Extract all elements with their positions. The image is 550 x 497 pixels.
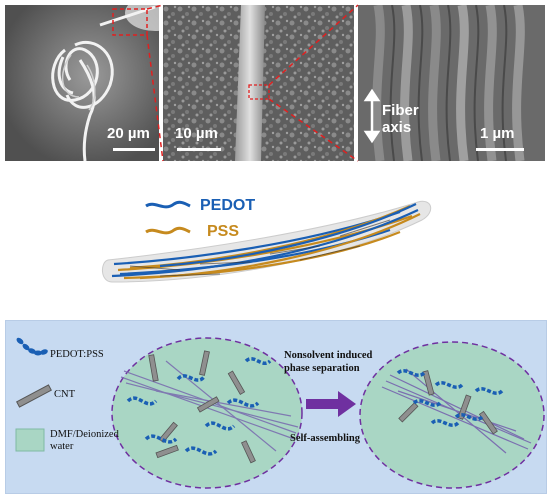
fiber-axis-arrow-icon bbox=[363, 88, 381, 144]
sem-panel-middle: 10 µm bbox=[163, 5, 354, 161]
nonsolvent-line2: phase separation bbox=[284, 363, 360, 374]
sem-left-scale-label: 20 µm bbox=[107, 125, 150, 142]
pedot-chains-right bbox=[396, 369, 504, 427]
self-assembling-label: Self-assembling bbox=[290, 433, 361, 444]
sem-right-scale-label: 1 µm bbox=[480, 125, 515, 142]
dmf-line1: DMF/Deionized bbox=[50, 429, 119, 440]
sem-right-image bbox=[358, 5, 545, 161]
sem-middle-image bbox=[163, 5, 354, 161]
cnt-rods-left bbox=[148, 350, 256, 464]
cnt-label: CNT bbox=[54, 389, 75, 400]
legend-pss-label: PSS bbox=[207, 223, 240, 240]
sem-panel-right: Fiber axis 1 µm bbox=[358, 5, 545, 161]
legend-pedot-line bbox=[145, 200, 191, 209]
dispersion-circle bbox=[111, 337, 303, 489]
fiber-illustration bbox=[102, 200, 432, 283]
fiber-axis-line2: axis bbox=[382, 119, 412, 136]
fiber-body bbox=[102, 200, 432, 283]
cnt-rods-right bbox=[398, 370, 498, 435]
zoom-connector-lines bbox=[146, 4, 359, 162]
pedot-pss-chain-icon bbox=[16, 337, 48, 356]
schematic-panel: PEDOT:PSS CNT DMF/Deionized water Nonsol… bbox=[5, 320, 547, 494]
sem-middle-scale-label: 10 µm bbox=[175, 125, 218, 142]
dmf-water-label: DMF/Deionized water bbox=[50, 429, 119, 453]
dmf-water-swatch bbox=[15, 428, 45, 452]
fiber-axis-line1: Fiber bbox=[382, 102, 419, 119]
cnt-bundle-right bbox=[381, 368, 532, 454]
legend-pss-line bbox=[145, 226, 191, 235]
pedot-chains-left bbox=[126, 357, 272, 456]
pedot-pss-label: PEDOT:PSS bbox=[50, 349, 104, 360]
transition-arrow-icon bbox=[306, 391, 356, 417]
assembled-circle bbox=[359, 341, 545, 489]
sem-panel-left: 20 µm bbox=[5, 5, 159, 161]
cnt-icon bbox=[16, 384, 52, 408]
nonsolvent-label: Nonsolvent induced phase separation bbox=[284, 349, 372, 375]
legend-pedot-label: PEDOT bbox=[200, 197, 256, 214]
fiber-axis-label: Fiber axis bbox=[382, 102, 419, 136]
dmf-line2: water bbox=[50, 441, 74, 452]
schematic-drawing bbox=[15, 337, 545, 489]
sem-left-image bbox=[5, 5, 159, 161]
nonsolvent-line1: Nonsolvent induced bbox=[284, 350, 373, 361]
